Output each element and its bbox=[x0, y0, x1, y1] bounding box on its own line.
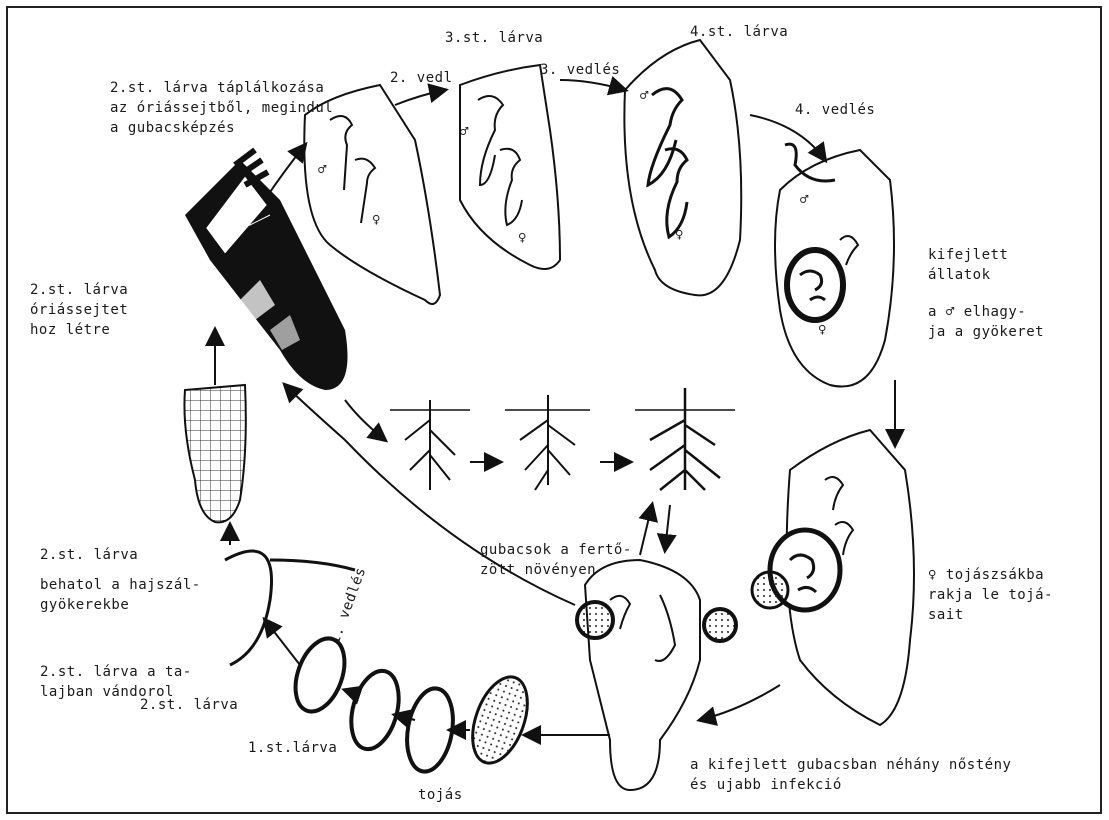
female-symbol: ♀ bbox=[372, 210, 381, 230]
female-symbol: ♀ bbox=[818, 320, 827, 340]
male-symbol: ♂ bbox=[640, 86, 649, 106]
plant-infected bbox=[505, 395, 590, 490]
label-l4: 4.st. lárva bbox=[690, 22, 788, 42]
root-section-l4 bbox=[624, 40, 741, 295]
label-egg: tojás bbox=[418, 785, 463, 805]
root-section-egg-sac bbox=[752, 430, 914, 725]
label-galls: gubacsok a fertő-zött növényen bbox=[480, 500, 632, 600]
male-symbol: ♂ bbox=[800, 190, 809, 210]
plant-healthy bbox=[390, 400, 470, 490]
male-symbol: ♂ bbox=[460, 122, 469, 142]
label-l1: 1.st.lárva bbox=[248, 738, 337, 758]
plant-galled bbox=[635, 388, 735, 490]
root-section-adults bbox=[775, 144, 894, 386]
label-molt3: 3. vedlés bbox=[540, 60, 620, 80]
label-male-leaves: a ♂ elhagy-ja a gyökeret bbox=[928, 262, 1044, 362]
label-l3: 3.st. lárva bbox=[445, 28, 543, 48]
label-l2: 2.st. lárva bbox=[140, 695, 238, 715]
label-molt2: 2. vedl bbox=[390, 68, 453, 88]
root-section-l3 bbox=[460, 65, 560, 269]
female-symbol: ♀ bbox=[675, 225, 684, 245]
hair-root bbox=[184, 385, 245, 522]
label-molt4: 4. vedlés bbox=[795, 100, 875, 120]
male-symbol: ♂ bbox=[318, 160, 327, 180]
female-symbol: ♀ bbox=[518, 228, 527, 248]
